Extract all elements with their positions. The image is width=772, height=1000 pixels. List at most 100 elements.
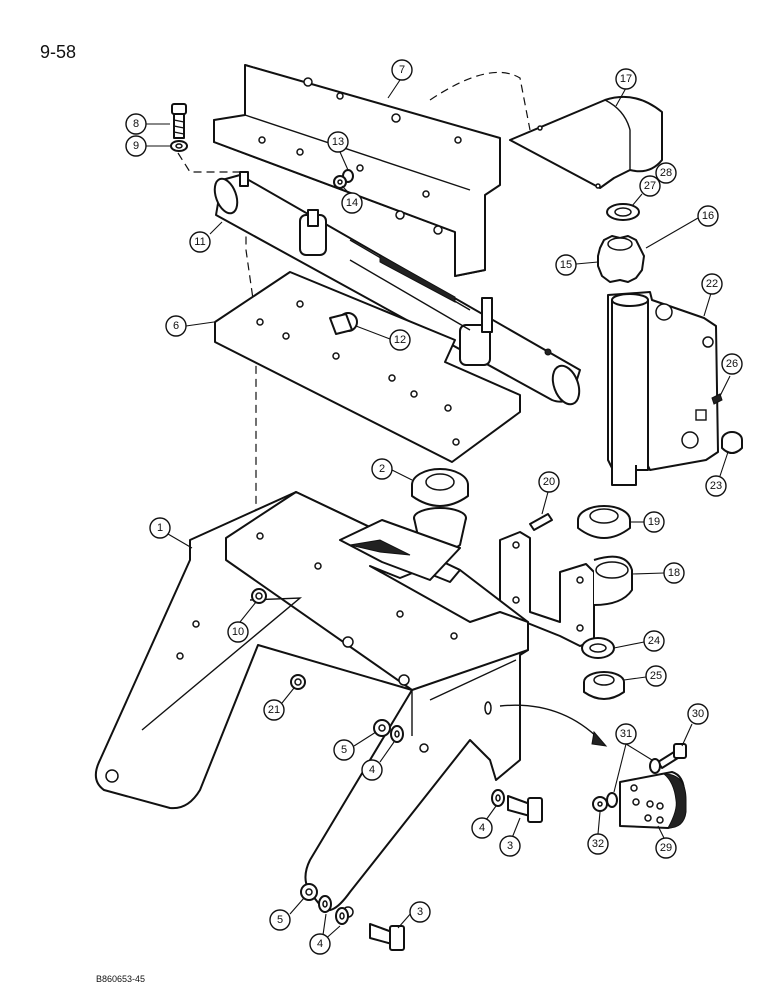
svg-text:4: 4 [369, 764, 375, 776]
callout-2: 2 [371, 458, 393, 480]
svg-text:21: 21 [268, 704, 280, 716]
thrust-washer [606, 203, 640, 221]
callout-31: 31 [615, 723, 637, 745]
callout-8: 8 [125, 113, 147, 135]
assembly-line-cover [429, 71, 531, 131]
svg-text:16: 16 [702, 210, 714, 222]
hardware-30-screw [657, 743, 687, 769]
callout-16: 16 [697, 205, 719, 227]
bracket-bolt [529, 513, 553, 531]
callout-24: 24 [643, 630, 665, 652]
hardware-5-nut-lower [300, 883, 318, 901]
svg-text:14: 14 [346, 197, 358, 209]
plate-arrow-head [591, 730, 608, 747]
svg-text:8: 8 [133, 118, 139, 130]
hardware-4-washer-rear [335, 907, 349, 925]
callout-20: 20 [538, 471, 560, 493]
bearing [411, 468, 469, 507]
callout-28: 28 [655, 162, 677, 184]
callout-10: 10 [227, 621, 249, 643]
svg-text:3: 3 [507, 840, 513, 852]
svg-text:15: 15 [560, 259, 572, 271]
callout-19: 19 [643, 511, 665, 533]
hardware-3-bolt-right [507, 795, 543, 823]
svg-text:2: 2 [379, 463, 385, 475]
callout-4-right: 4 [471, 817, 493, 839]
toothed-lock-washer [581, 637, 615, 659]
callout-layer: 1 2 3 3 4 4 4 5 5 6 7 8 9 [125, 59, 743, 955]
callout-25: 25 [645, 665, 667, 687]
callout-22: 22 [701, 273, 723, 295]
callout-21: 21 [263, 699, 285, 721]
hardware-4-washer-right [491, 789, 505, 807]
svg-text:18: 18 [668, 567, 680, 579]
hardware-8-bolt [171, 103, 187, 139]
callout-12: 12 [389, 329, 411, 351]
callout-32: 32 [587, 833, 609, 855]
svg-text:11: 11 [194, 236, 205, 248]
plate-curved-arrow [499, 704, 601, 741]
flat-plate [214, 271, 521, 463]
callout-6: 6 [165, 315, 187, 337]
callout-27: 27 [639, 175, 661, 197]
seal-ring [583, 671, 625, 700]
steering-spindle [607, 291, 719, 486]
svg-text:24: 24 [648, 635, 660, 647]
callout-5-lower: 5 [269, 909, 291, 931]
hardware-3-bolt-lower [369, 923, 405, 951]
hardware-5-nut-upper [373, 719, 391, 737]
svg-text:6: 6 [173, 320, 179, 332]
callout-4-upper: 4 [361, 759, 383, 781]
callout-17: 17 [615, 68, 637, 90]
hardware-31-washer-lower [606, 792, 618, 808]
svg-text:22: 22 [706, 278, 718, 290]
hardware-21-nut [290, 674, 306, 690]
svg-text:30: 30 [692, 708, 704, 720]
callout-15: 15 [555, 254, 577, 276]
svg-text:27: 27 [644, 180, 656, 192]
svg-text:17: 17 [620, 73, 632, 85]
hardware-32-nut [592, 796, 608, 812]
hardware-10-nut [251, 588, 267, 604]
callout-26: 26 [721, 353, 743, 375]
svg-text:3: 3 [417, 906, 423, 918]
callout-5-upper: 5 [333, 739, 355, 761]
svg-text:28: 28 [660, 167, 672, 179]
hardware-31-washer-upper [649, 758, 661, 774]
callout-9: 9 [125, 135, 147, 157]
spline-gear [597, 235, 645, 283]
top-angle-bracket [213, 64, 501, 277]
callout-13: 13 [327, 131, 349, 153]
mounting-plate-assembly [619, 771, 687, 829]
callout-11: 11 [189, 231, 211, 253]
svg-text:10: 10 [232, 626, 244, 638]
callout-1: 1 [149, 517, 171, 539]
svg-text:5: 5 [277, 914, 283, 926]
grease-fitting [711, 393, 723, 405]
callout-18: 18 [663, 562, 685, 584]
steering-cylinder [213, 171, 581, 406]
callout-3-right: 3 [499, 835, 521, 857]
svg-text:31: 31 [620, 728, 632, 740]
callout-4-lower: 4 [309, 933, 331, 955]
svg-text:4: 4 [479, 822, 485, 834]
pivot-pin [329, 312, 358, 335]
svg-text:32: 32 [592, 838, 604, 850]
callout-7: 7 [391, 59, 413, 81]
svg-text:1: 1 [157, 522, 163, 534]
callout-3-lower: 3 [409, 901, 431, 923]
svg-text:12: 12 [394, 334, 406, 346]
hardware-9-washer [170, 140, 188, 152]
hardware-14-nut [333, 175, 347, 189]
svg-text:23: 23 [710, 480, 722, 492]
bushing [721, 431, 743, 454]
hardware-4-washer-upper [390, 725, 404, 743]
main-support-frame [94, 491, 529, 918]
callout-29: 29 [655, 837, 677, 859]
svg-text:29: 29 [660, 842, 672, 854]
svg-text:4: 4 [317, 938, 323, 950]
svg-text:13: 13 [332, 136, 344, 148]
svg-text:26: 26 [726, 358, 738, 370]
